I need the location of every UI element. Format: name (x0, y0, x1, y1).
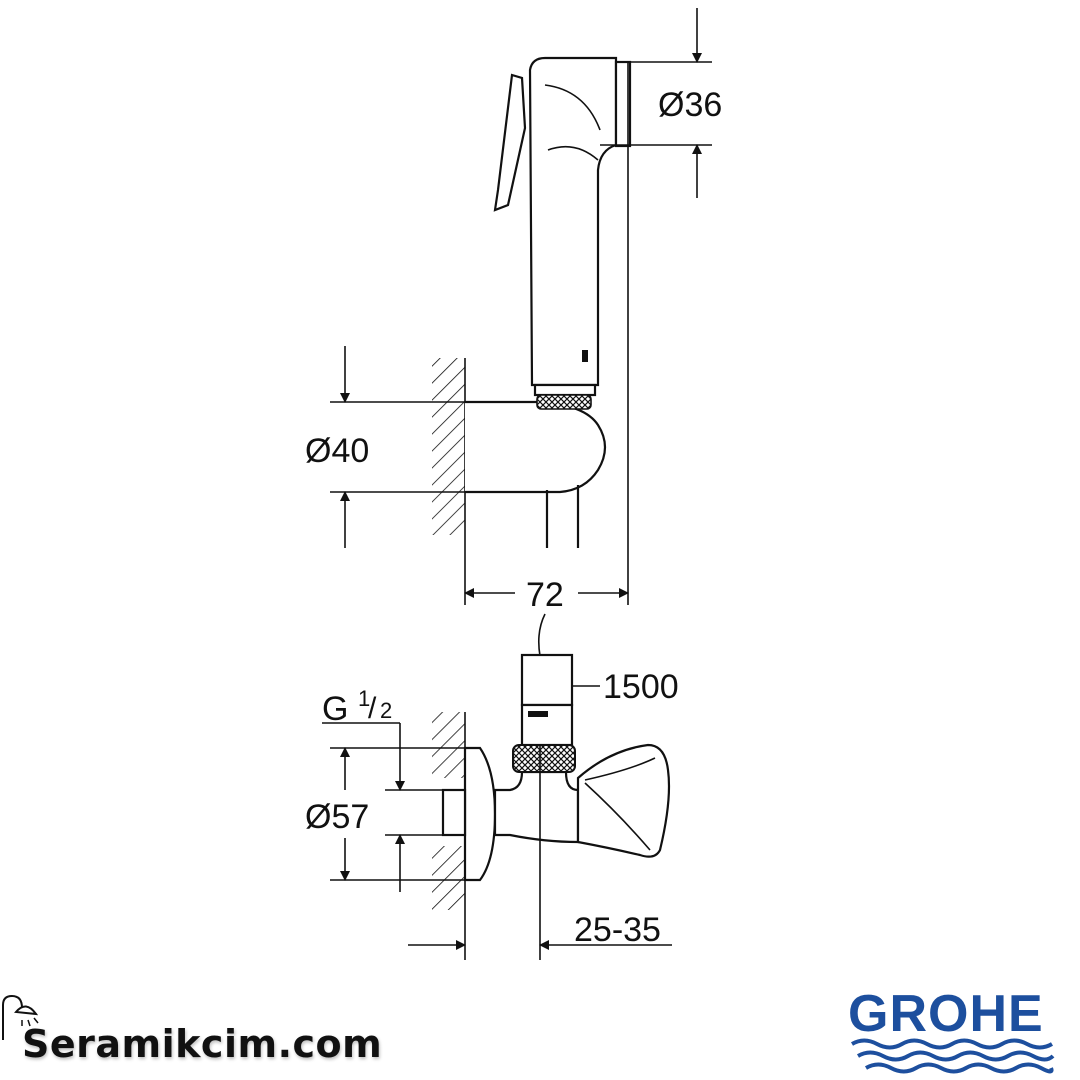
label-valve-offset: 25-35 (574, 911, 661, 949)
label-thread-numerator: 1 (358, 686, 370, 711)
water-waves-icon (850, 1038, 1055, 1074)
hand-spray (493, 56, 632, 410)
dimension-holder-depth: 72 (464, 576, 629, 657)
wall-lower (432, 712, 466, 960)
dimension-rosette-diameter: Ø57 (305, 747, 465, 881)
dimension-thread: G 1 / 2 (322, 686, 443, 892)
shower-icon (2, 994, 39, 1040)
label-thread-denominator: 2 (380, 698, 392, 723)
watermark-text: Seramikcim.com (22, 1022, 383, 1066)
dimension-holder-diameter: Ø40 (305, 346, 465, 548)
label-thread-slash: / (368, 692, 377, 725)
dimension-valve-offset: 25-35 (408, 911, 672, 950)
label-holder-depth: 72 (526, 576, 564, 614)
label-thread: G (322, 690, 348, 728)
label-holder-diameter: Ø40 (305, 432, 369, 470)
label-rosette-diameter: Ø57 (305, 798, 369, 836)
dimension-spray-diameter: Ø36 (600, 8, 722, 198)
label-spray-diameter: Ø36 (658, 86, 722, 124)
grohe-logo: GROHE (848, 985, 1044, 1043)
angle-valve (441, 653, 671, 960)
wall-holder (465, 400, 607, 548)
wall-upper (432, 358, 466, 605)
dimension-hose-length: 1500 (572, 668, 679, 706)
label-hose-length: 1500 (603, 668, 679, 706)
